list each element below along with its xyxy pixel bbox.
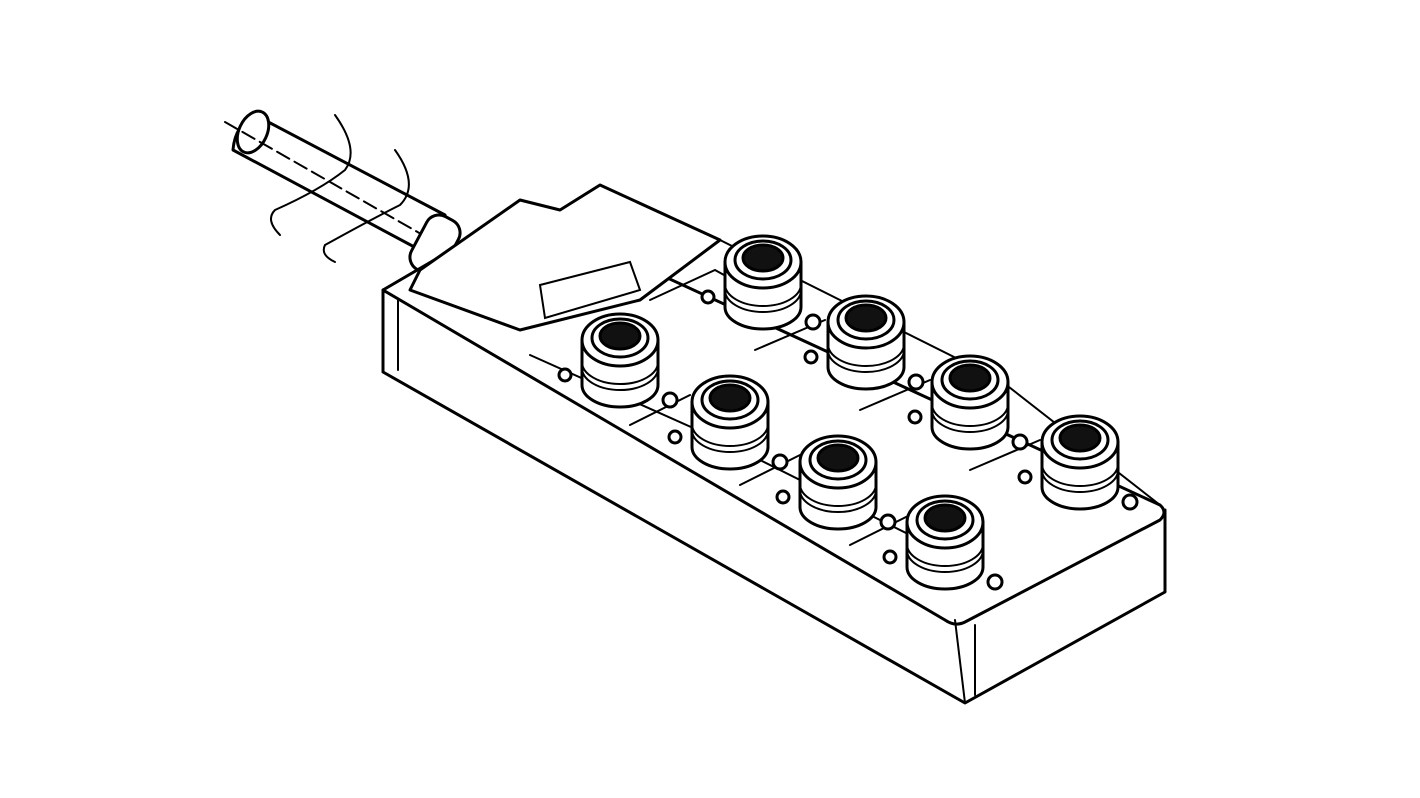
m12-port-8 bbox=[882, 494, 1004, 591]
cable bbox=[224, 109, 471, 277]
m12-port-7 bbox=[1017, 414, 1139, 511]
m12-port-3 bbox=[803, 294, 925, 391]
m12-port-5 bbox=[907, 354, 1029, 451]
m12-port-2 bbox=[557, 312, 679, 409]
m12-port-4 bbox=[667, 374, 789, 471]
m12-port-6 bbox=[775, 434, 897, 531]
m12-port-1 bbox=[700, 234, 822, 331]
